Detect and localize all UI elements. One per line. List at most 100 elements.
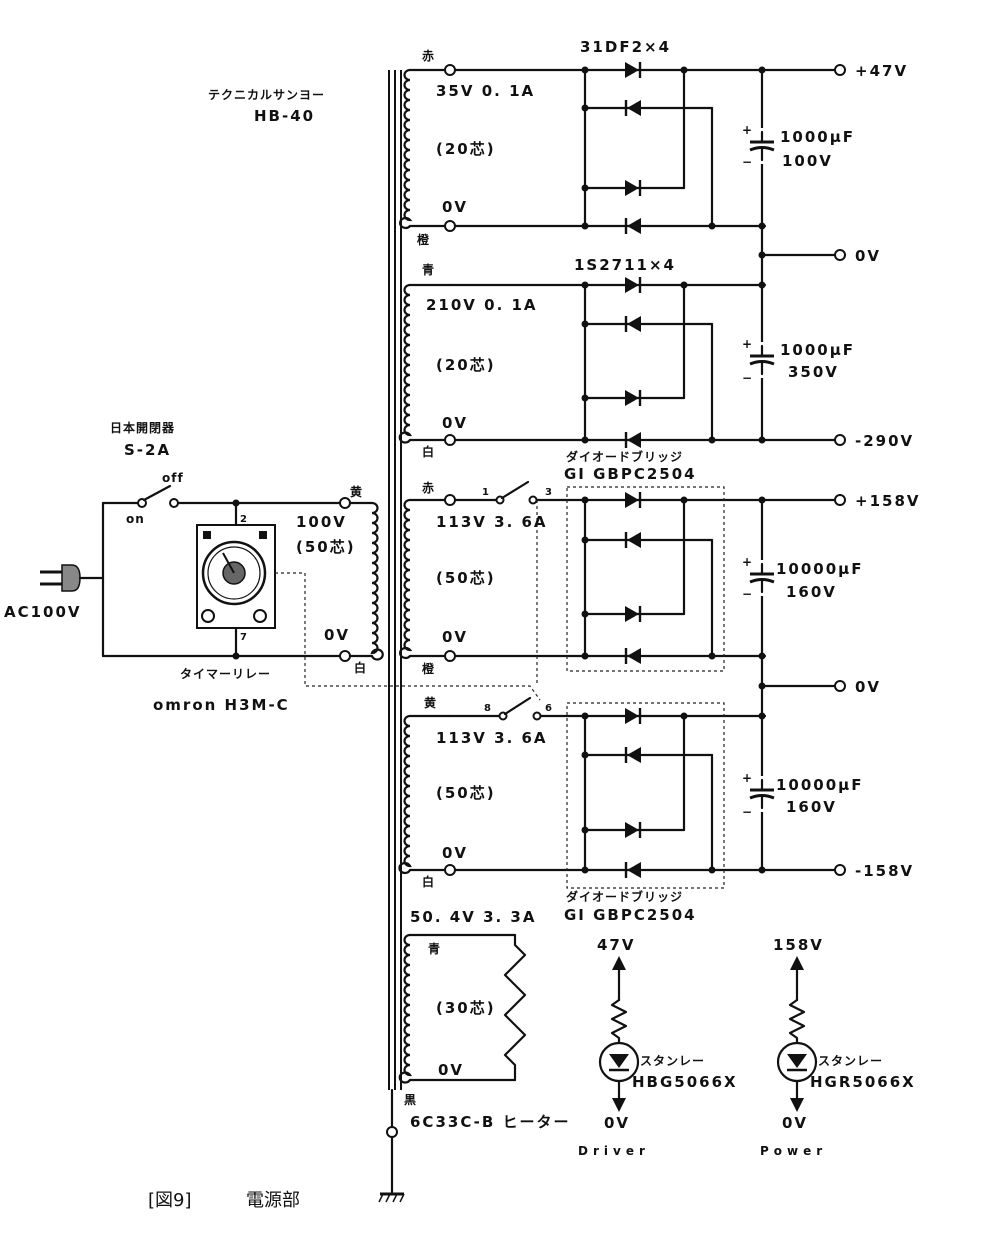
relay-pin-1: 1 [482,487,489,498]
ac-input-label: AC100V [4,603,82,621]
diode [624,430,643,450]
figure-number: [図9] [148,1190,192,1211]
winding1-cores: (20芯) [436,140,496,158]
bridge2-part: GI GBPC2504 [564,906,697,924]
winding5-zero: 0V [438,1061,464,1079]
winding5-cores: (30芯) [436,999,496,1017]
winding3-zero: 0V [442,628,468,646]
cap2-voltage: 350V [788,363,839,381]
led-power [776,956,818,1112]
winding3-bottom-color: 橙 [422,661,435,676]
winding3-voltage: 113V 3. 6A [436,513,548,531]
relay-pin-8: 8 [484,703,491,714]
winding5-top-color: 青 [428,941,441,956]
output-0v-a: 0V [855,247,881,265]
winding3-top-color: 赤 [422,480,435,495]
section-minus158v [408,696,846,889]
output-plus47v: +47V [855,62,908,80]
relay-model: omron H3M-C [153,696,290,714]
led1-name: Driver [578,1144,650,1158]
section-minus290v [408,275,846,450]
winding2-bottom-color: 白 [422,444,435,459]
figure-title: 電源部 [246,1190,300,1211]
primary-top-color: 黄 [350,484,363,499]
diode [624,860,643,880]
bridge-outline [566,486,725,672]
diode [623,60,642,80]
svg-text:−: − [742,155,753,169]
winding3-cores: (50芯) [436,569,496,587]
led2-ground: 0V [782,1114,808,1132]
transformer-model: HB-40 [254,107,315,125]
relay-pin-2: 2 [240,514,247,525]
winding-coil [398,283,413,444]
svg-text:+: + [742,123,753,137]
winding4-bottom-color: 白 [422,874,435,889]
output-minus290v: -290V [855,432,914,450]
diode [623,706,642,726]
winding4-top-color: 黄 [424,695,437,710]
relay-pin-7: 7 [240,632,247,643]
winding4-voltage: 113V 3. 6A [436,729,548,747]
led-driver [598,956,640,1112]
led1-maker: スタンレー [640,1054,705,1068]
winding-coils [370,68,413,1084]
transformer-core [378,70,405,1203]
led1-ground: 0V [604,1114,630,1132]
winding5-bottom-color: 黒 [404,1093,417,1107]
diode [623,604,642,624]
relay-label: タイマーリレー [180,667,271,681]
svg-text:+: + [742,337,753,351]
diode [623,820,642,840]
led2-name: Power [760,1144,827,1158]
diode-set-1: 31DF2×4 [580,38,671,56]
bridge-outline [566,702,725,889]
section-47v [408,60,846,442]
cap4-voltage: 160V [786,798,837,816]
winding4-cores: (50芯) [436,784,496,802]
output-0v-b: 0V [855,678,881,696]
winding-coil [399,498,413,660]
transformer-maker: テクニカルサンヨー [208,88,325,102]
section-heater [408,933,527,1082]
winding1-voltage: 35V 0. 1A [436,82,535,100]
winding-coil [399,68,413,230]
winding5-voltage: 50. 4V 3. 3A [410,908,536,926]
primary-voltage: 100V [296,513,347,531]
winding1-top-color: 赤 [422,48,435,63]
diode [624,530,643,550]
cap1-voltage: 100V [782,152,833,170]
diode [623,275,642,295]
diode [624,745,643,765]
winding-coil [398,933,413,1084]
diode [624,98,643,118]
diode-set-2: 1S2711×4 [574,256,676,274]
primary-cores: (50芯) [296,538,356,556]
output-minus158v: -158V [855,862,914,880]
winding-coil [398,714,412,875]
capacitor-polarity-marks: +− +− +− +− [742,123,753,819]
switch-off-label: off [162,471,184,485]
winding4-zero: 0V [442,844,468,862]
diode [623,178,642,198]
led1-part: HBG5066X [632,1073,738,1091]
led2-maker: スタンレー [818,1054,883,1068]
relay-pin-3: 3 [545,487,552,498]
svg-text:+: + [742,771,753,785]
winding2-top-color: 青 [422,262,435,277]
led2-part: HGR5066X [810,1073,916,1091]
winding2-zero: 0V [442,414,468,432]
cap3-voltage: 160V [786,583,837,601]
bridge2-label: ダイオードブリッジ [566,889,683,904]
winding2-cores: (20芯) [436,356,496,374]
cap4-value: 10000μF [776,776,863,794]
svg-text:−: − [742,805,753,819]
switch-on-label: on [126,512,145,526]
svg-text:−: − [742,371,753,385]
diode [623,388,642,408]
diode [624,646,643,666]
led2-supply: 158V [773,936,824,954]
diode [624,216,643,236]
svg-text:−: − [742,587,753,601]
